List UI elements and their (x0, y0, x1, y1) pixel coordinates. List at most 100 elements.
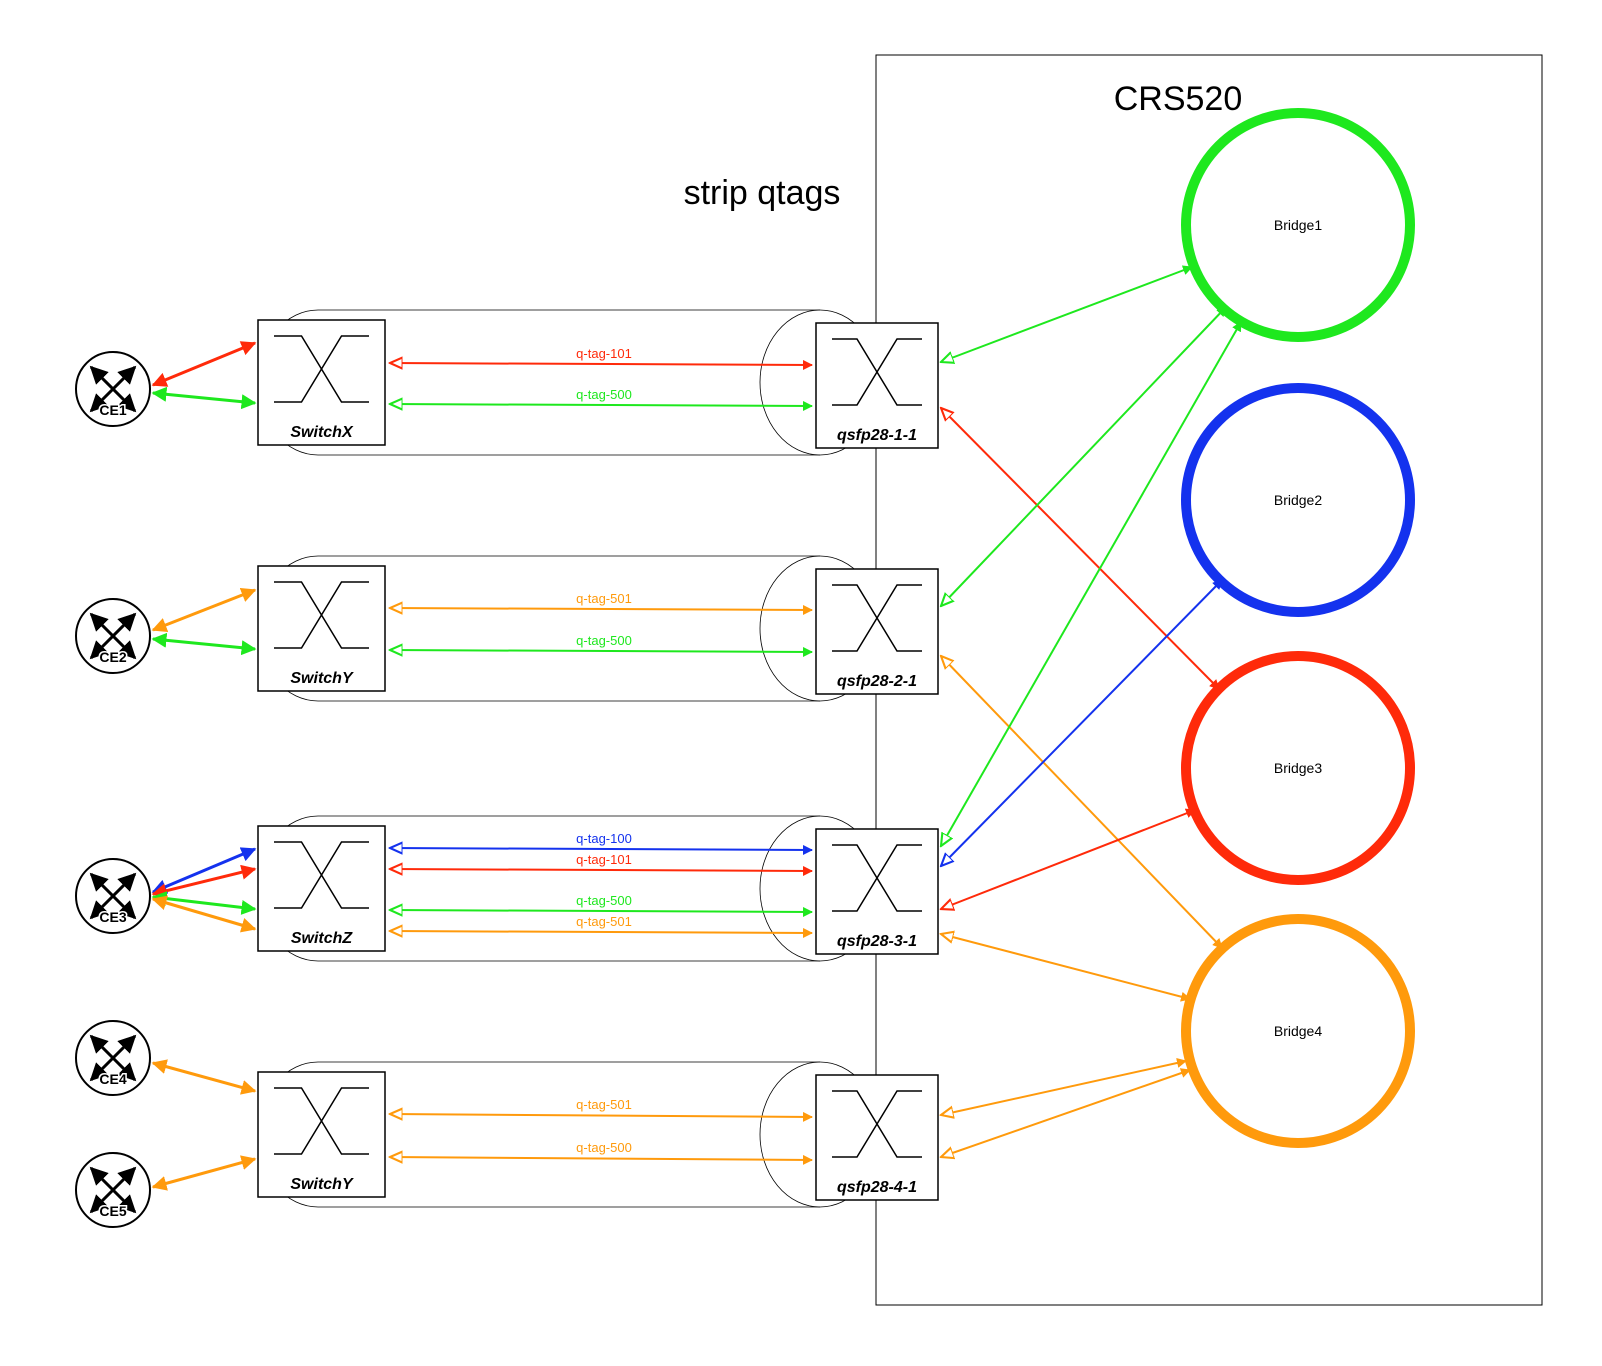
bridge-3: Bridge3 (1181, 651, 1415, 885)
vlan-link (390, 404, 812, 406)
diagram-title: strip qtags (684, 174, 841, 212)
vlan-link (390, 869, 812, 871)
ce-link (151, 587, 257, 633)
port-3-box (815, 828, 939, 955)
bridge-link (941, 656, 1223, 948)
bridge-link (941, 810, 1195, 909)
vlan-link (390, 848, 812, 850)
router-arrow-icon (89, 1034, 137, 1082)
bridge-link (941, 408, 1220, 689)
bridge-label: Bridge2 (1274, 492, 1322, 508)
ce-label: CE4 (99, 1071, 126, 1087)
tunnel-pipe-end (759, 555, 821, 702)
tunnel-pipe (318, 1061, 881, 1208)
ce-node-2: CE2 (75, 598, 151, 674)
bridge-link (941, 307, 1227, 606)
vlan-tag-label: q-tag-100 (576, 831, 632, 846)
switch-2-box (257, 565, 386, 692)
tunnel-pipe-end (759, 1061, 821, 1208)
bridge-label: Bridge3 (1274, 760, 1322, 776)
router-arrow-icon (89, 872, 137, 920)
bridge-link (941, 1070, 1190, 1157)
switch-icon (274, 335, 369, 403)
vlan-link (390, 910, 812, 912)
bridge-link (941, 1061, 1186, 1115)
switch-4-label: SwitchY (290, 1176, 354, 1193)
vlan-tag-label: q-tag-101 (576, 346, 632, 361)
tunnel-pipe-end (759, 309, 821, 456)
vlan-link (390, 931, 812, 933)
ce-link (151, 632, 257, 656)
router-arrow-icon (89, 365, 137, 413)
ce-link (151, 1059, 257, 1095)
switch-1-box (257, 319, 386, 446)
ce-link (151, 895, 257, 933)
vlan-link (390, 608, 812, 610)
port-1-label: qsfp28-1-1 (837, 427, 917, 444)
vlan-tag-label: q-tag-500 (576, 387, 632, 402)
switch-1-label: SwitchX (290, 424, 354, 441)
nodes-layer: SwitchX SwitchY SwitchZ SwitchY qsfp28-1-1 qs… (75, 108, 1415, 1228)
bridge-circle (1181, 383, 1415, 617)
switch-icon (832, 584, 922, 652)
vlan-link (390, 1114, 812, 1117)
port-3-label: qsfp28-3-1 (837, 933, 917, 950)
port-2-label: qsfp28-2-1 (837, 673, 917, 690)
vlan-tag-label: q-tag-501 (576, 591, 632, 606)
ce-link (151, 847, 257, 894)
tunnel-pipe (318, 309, 881, 456)
switch-icon (832, 338, 922, 406)
tunnel-pipe (318, 555, 881, 702)
bridge-label: Bridge4 (1274, 1023, 1322, 1039)
ce-label: CE2 (99, 649, 126, 665)
crs520-label: CRS520 (1114, 80, 1243, 118)
switch-icon (274, 581, 369, 649)
switch-3: SwitchZ (257, 825, 386, 952)
port-4-box (815, 1074, 939, 1201)
switch-2-label: SwitchY (290, 670, 354, 687)
tunnel-pipe-end (759, 815, 821, 962)
port-1: qsfp28-1-1 (815, 322, 939, 449)
switch-3-label: SwitchZ (291, 930, 354, 947)
port-2: qsfp28-2-1 (815, 568, 939, 695)
switch-icon (832, 844, 922, 912)
bridge-link (941, 267, 1192, 362)
ce-link (151, 341, 257, 387)
ce-link (151, 864, 257, 899)
router-arrow-icon (89, 1166, 137, 1214)
ce-node-4: CE4 (75, 1020, 151, 1096)
router-arrow-icon (89, 612, 137, 660)
vlan-tag-label: q-tag-500 (576, 633, 632, 648)
ce-node-5: CE5 (75, 1152, 151, 1228)
bridge-label: Bridge1 (1274, 217, 1322, 233)
ce-node-1: CE1 (75, 351, 151, 427)
bridge-circle (1181, 651, 1415, 885)
switch-3-box (257, 825, 386, 952)
switch-icon (274, 841, 369, 909)
port-1-box (815, 322, 939, 449)
vlan-tag-label: q-tag-501 (576, 1097, 632, 1112)
switch-icon (832, 1090, 922, 1158)
port-2-box (815, 568, 939, 695)
ce-link (151, 386, 257, 410)
bridge-link (941, 580, 1223, 866)
vlan-tag-label: q-tag-101 (576, 852, 632, 867)
port-3: qsfp28-3-1 (815, 828, 939, 955)
vlan-tag-label: q-tag-500 (576, 1140, 632, 1155)
ce-link (151, 1155, 257, 1191)
bridge-circle (1181, 914, 1415, 1148)
ce-label: CE3 (99, 909, 126, 925)
bridge-link (941, 934, 1190, 999)
bridge-circle (1181, 108, 1415, 342)
bridge-1: Bridge1 (1181, 108, 1415, 342)
port-4: qsfp28-4-1 (815, 1074, 939, 1201)
bridge-2: Bridge2 (1181, 383, 1415, 617)
ce-label: CE1 (99, 402, 126, 418)
switch-4: SwitchY (257, 1071, 386, 1198)
vlan-link (390, 1157, 812, 1160)
vlan-tag-label: q-tag-500 (576, 893, 632, 908)
switch-2: SwitchY (257, 565, 386, 692)
port-4-label: qsfp28-4-1 (837, 1179, 917, 1196)
switch-icon (274, 1087, 369, 1155)
